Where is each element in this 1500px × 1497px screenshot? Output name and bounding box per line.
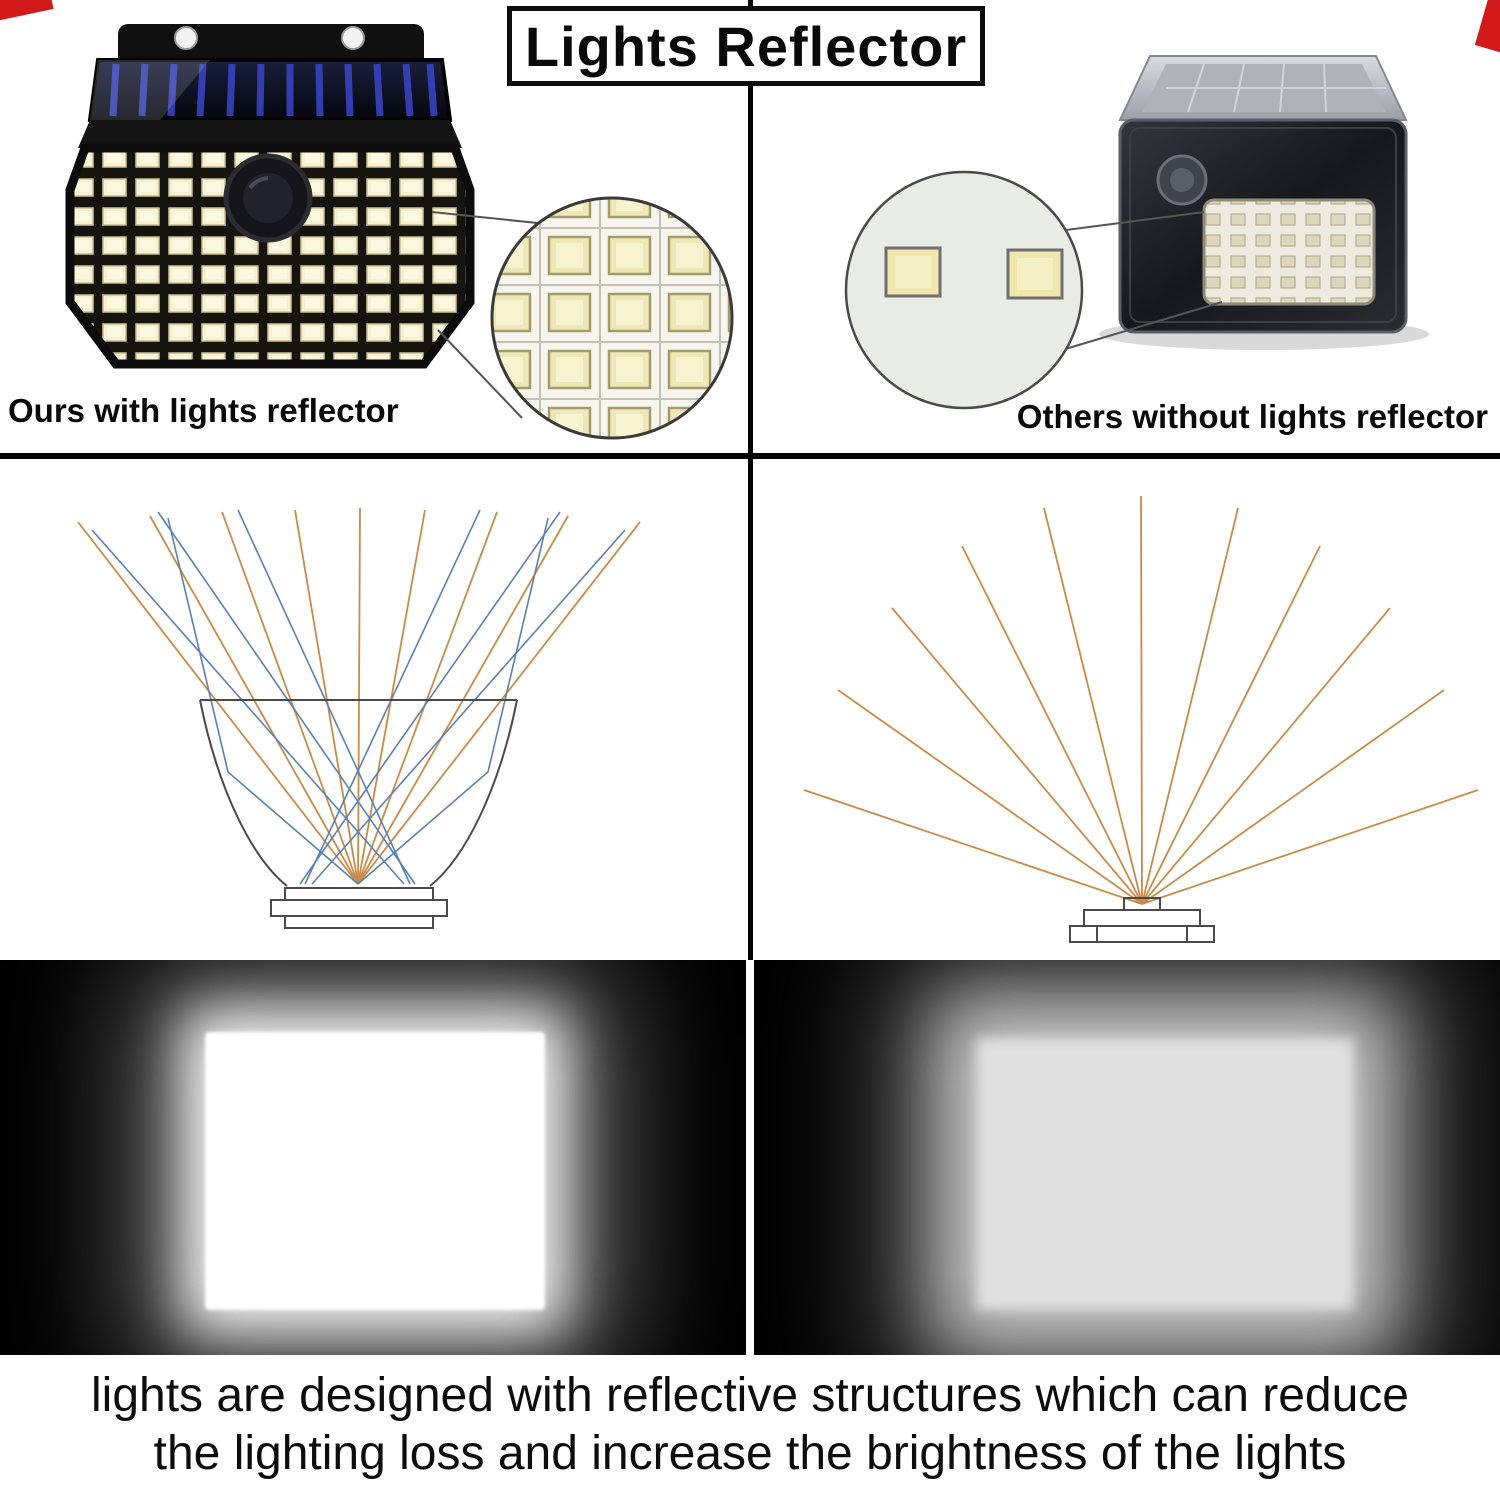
ours-led-closeup-magnifier [490, 196, 734, 440]
reflected-rays [91, 509, 626, 885]
footer-description: lights are designed with reflective stru… [0, 1355, 1500, 1497]
dim-light-square [976, 1038, 1354, 1310]
solar-panel [78, 58, 462, 148]
ours-light-output-photo [0, 960, 746, 1355]
cube-motion-sensor [1156, 154, 1208, 206]
footer-text-line1: lights are designed with reflective stru… [91, 1369, 1409, 1422]
title-box: Lights Reflector [507, 6, 985, 86]
direct-rays [77, 507, 641, 885]
others-caption: Others without lights reflector [1016, 398, 1488, 435]
ours-caption: Ours with lights reflector [8, 392, 399, 429]
reflector-cup-outline [199, 699, 518, 929]
scattered-rays [803, 495, 1479, 905]
ours-product-image [65, 24, 734, 440]
footer-text-line2: the lighting loss and increase the brigh… [153, 1427, 1347, 1480]
others-light-output-photo [754, 960, 1500, 1355]
vertical-divider [748, 0, 753, 960]
others-led-closeup-magnifier [844, 170, 1084, 410]
no-reflector-ray-diagram [803, 495, 1479, 943]
led-array-face [65, 143, 475, 369]
magnifier-connector-lines [1061, 211, 1223, 351]
bright-light-square [205, 1032, 545, 1310]
cube-led-board [1202, 198, 1376, 306]
cube-solar-top [1118, 55, 1408, 121]
others-product-image [844, 55, 1429, 410]
reflector-cup-ray-diagram [77, 507, 641, 929]
horizontal-divider [0, 453, 1500, 459]
product-comparison-row: Ours with lights reflector Others withou… [0, 0, 1500, 455]
bare-led-base-outline [1069, 897, 1215, 943]
motion-sensor [223, 153, 313, 243]
mount-bracket [118, 24, 424, 68]
light-output-row [0, 960, 1500, 1355]
page-title: Lights Reflector [524, 14, 968, 78]
